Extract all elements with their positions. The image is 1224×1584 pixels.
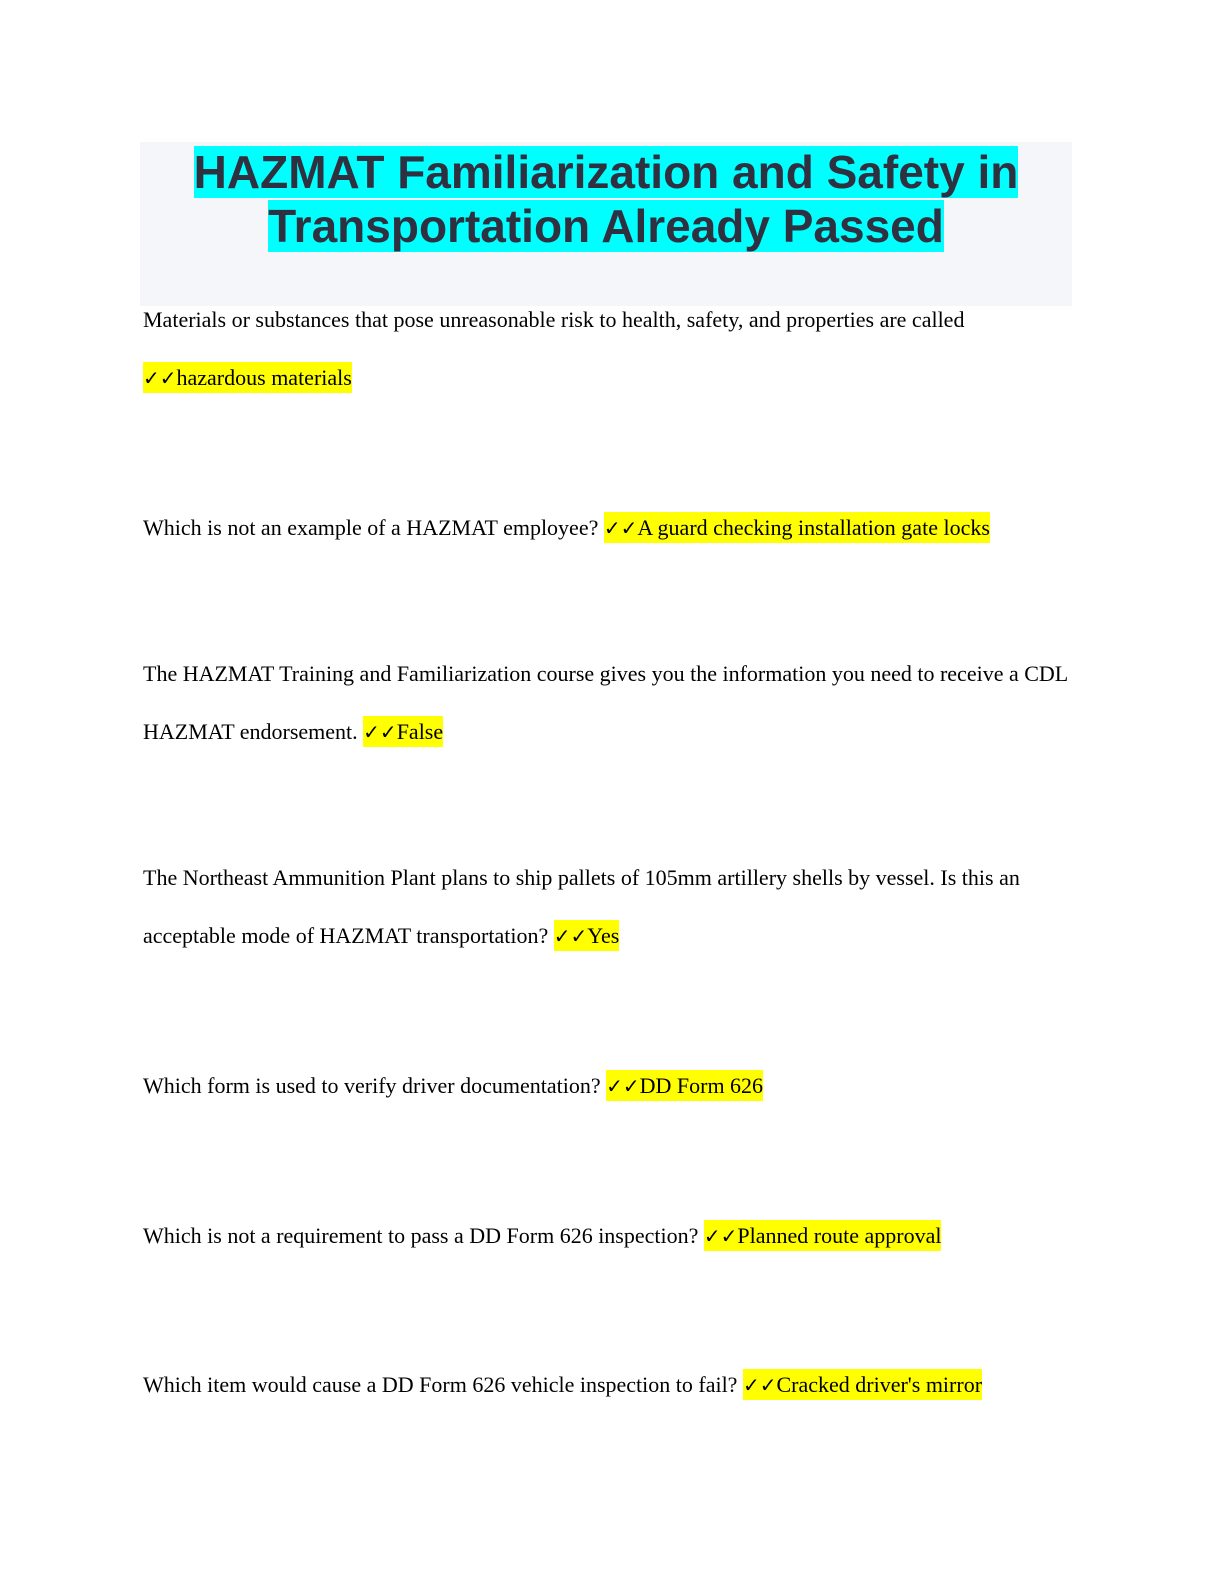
- answer-highlight: ✓✓False: [363, 716, 444, 747]
- qa-item: The HAZMAT Training and Familiarization …: [143, 645, 1073, 761]
- answer-text: Cracked driver's mirror: [776, 1372, 983, 1397]
- answer-text: Planned route approval: [737, 1223, 942, 1248]
- title-banner: HAZMAT Familiarization and Safety in Tra…: [140, 142, 1072, 306]
- double-check-icon: ✓✓: [742, 1373, 777, 1397]
- question-text: Which is not an example of a HAZMAT empl…: [143, 515, 599, 540]
- double-check-icon: ✓✓: [143, 366, 177, 390]
- answer-text: A guard checking installation gate locks: [637, 515, 990, 540]
- question-text: Which form is used to verify driver docu…: [143, 1073, 601, 1098]
- answer-highlight: ✓✓Cracked driver's mirror: [742, 1369, 983, 1400]
- qa-item: The Northeast Ammunition Plant plans to …: [143, 849, 1073, 965]
- answer-highlight: ✓✓Yes: [553, 920, 620, 951]
- qa-item: Materials or substances that pose unreas…: [143, 291, 1073, 407]
- answer-highlight: ✓✓A guard checking installation gate loc…: [603, 512, 990, 543]
- answer-highlight: ✓✓DD Form 626: [606, 1070, 764, 1101]
- qa-item: Which is not a requirement to pass a DD …: [143, 1207, 1073, 1265]
- answer-text: hazardous materials: [176, 365, 352, 390]
- answer-text: False: [396, 719, 444, 744]
- double-check-icon: ✓✓: [703, 1224, 738, 1248]
- question-text: Materials or substances that pose unreas…: [143, 307, 965, 332]
- question-text: The HAZMAT Training and Familiarization …: [143, 661, 1068, 744]
- qa-item: Which is not an example of a HAZMAT empl…: [143, 499, 1073, 557]
- question-text: The Northeast Ammunition Plant plans to …: [143, 865, 1020, 948]
- question-text: Which is not a requirement to pass a DD …: [143, 1223, 699, 1248]
- document-title: HAZMAT Familiarization and Safety in Tra…: [140, 142, 1072, 253]
- qa-item: Which item would cause a DD Form 626 veh…: [143, 1356, 1073, 1414]
- qa-item: Which form is used to verify driver docu…: [143, 1057, 1073, 1115]
- answer-text: DD Form 626: [639, 1073, 764, 1098]
- double-check-icon: ✓✓: [603, 516, 638, 540]
- answer-highlight: ✓✓Planned route approval: [703, 1220, 942, 1251]
- double-check-icon: ✓✓: [363, 720, 397, 744]
- answer-highlight: ✓✓hazardous materials: [143, 362, 352, 393]
- question-text: Which item would cause a DD Form 626 veh…: [143, 1372, 738, 1397]
- document-title-text: HAZMAT Familiarization and Safety in Tra…: [193, 146, 1019, 252]
- answer-text: Yes: [587, 923, 620, 948]
- double-check-icon: ✓✓: [606, 1074, 640, 1098]
- double-check-icon: ✓✓: [553, 924, 588, 948]
